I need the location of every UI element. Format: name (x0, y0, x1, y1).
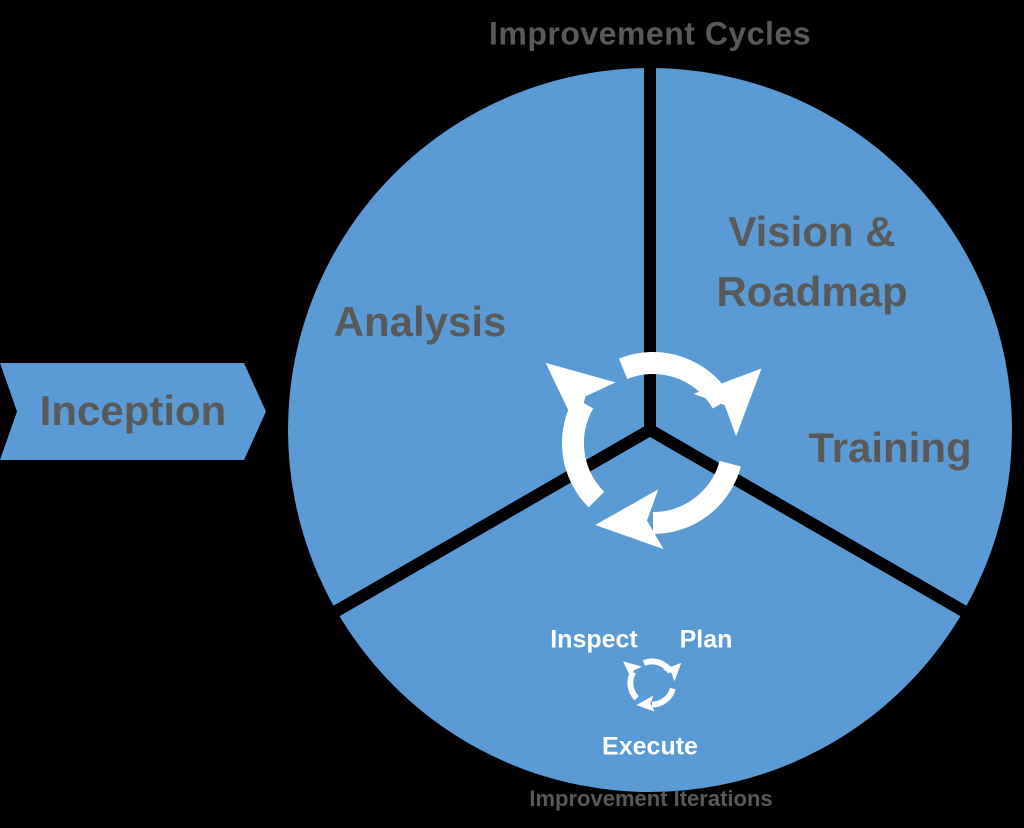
sector-label-vision-line2: Roadmap (716, 268, 908, 315)
diagram-title: Improvement Cycles (488, 15, 812, 52)
inception-arrow (0, 363, 266, 460)
sector-divider-right (646, 424, 967, 617)
sector-label-analysis: Analysis (333, 298, 507, 345)
inception-label: Inception (39, 387, 227, 434)
sector-label-training: Training (808, 424, 972, 471)
iteration-label-plan: Plan (679, 625, 733, 654)
iteration-label-execute: Execute (602, 732, 698, 761)
sector-label-vision-roadmap: Vision & Roadmap (716, 202, 907, 322)
iteration-label-inspect: Inspect (550, 625, 638, 654)
diagram-caption: Improvement Iterations (529, 786, 773, 811)
sector-divider-left (333, 424, 654, 617)
sector-label-vision-line1: Vision & (728, 208, 896, 255)
